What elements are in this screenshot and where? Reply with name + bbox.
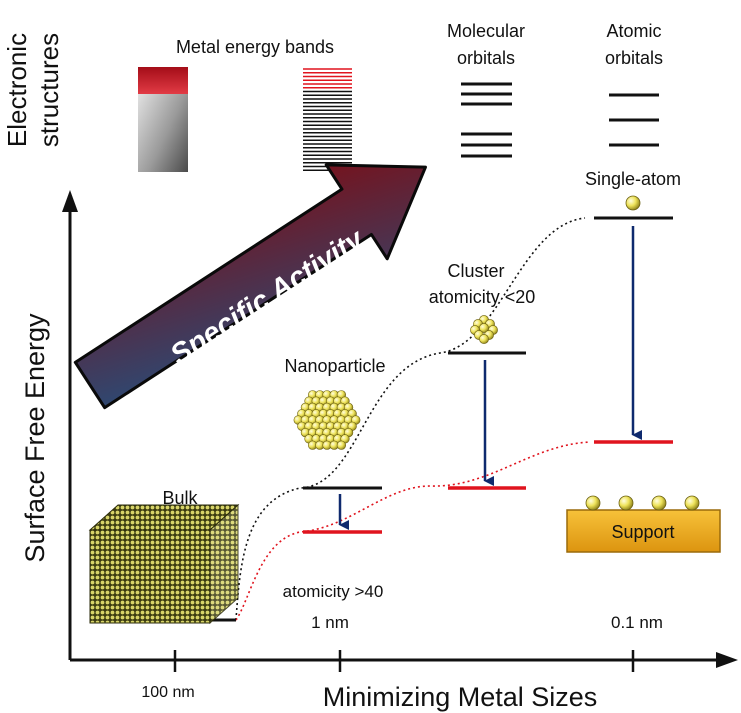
molecular-orbital-levels bbox=[461, 82, 512, 158]
y-axis-label: Surface Free Energy bbox=[20, 313, 50, 563]
support-label: Support bbox=[611, 522, 674, 542]
discrete-band bbox=[303, 68, 352, 172]
atom-sphere bbox=[479, 334, 489, 344]
bulk-label: Bulk bbox=[162, 488, 198, 508]
unsupported-energy-curve bbox=[235, 217, 586, 621]
bulk-cube-image bbox=[88, 503, 240, 625]
single-atom-label: Single-atom bbox=[585, 169, 681, 189]
atomic-orbital-levels bbox=[609, 93, 659, 147]
atomic-orbitals-line1: Atomic bbox=[606, 21, 661, 41]
x-axis-label: Minimizing Metal Sizes bbox=[323, 682, 598, 712]
x-axis-arrowhead bbox=[716, 652, 738, 668]
support-block bbox=[566, 495, 721, 553]
cluster-atomicity-label: atomicity <20 bbox=[429, 287, 536, 307]
molecular-orbitals-line2: orbitals bbox=[457, 48, 515, 68]
supported-energy-curve bbox=[235, 441, 591, 621]
atom-sphere bbox=[336, 440, 347, 450]
molecular-orbitals-line1: Molecular bbox=[447, 21, 525, 41]
atomic-orbitals-line2: orbitals bbox=[605, 48, 663, 68]
specific-activity-arrow: Specific Activity bbox=[73, 163, 427, 410]
cluster-label: Cluster bbox=[447, 261, 504, 281]
cluster-image bbox=[470, 315, 498, 344]
tick-label-0p1nm: 0.1 nm bbox=[611, 613, 663, 632]
continuous-band bbox=[138, 67, 188, 172]
metal-bands-title: Metal energy bands bbox=[176, 37, 334, 57]
nanoparticle-label: Nanoparticle bbox=[284, 356, 385, 376]
tick-label-100nm: 100 nm bbox=[141, 684, 194, 701]
single-atom-image bbox=[625, 195, 641, 211]
y-axis-arrowhead bbox=[62, 190, 78, 212]
axes bbox=[62, 190, 738, 672]
np-atomicity-label: atomicity >40 bbox=[283, 582, 384, 601]
tick-label-1nm: 1 nm bbox=[311, 613, 349, 632]
nanoparticle-image bbox=[293, 390, 361, 450]
row-label-structures: structures bbox=[34, 33, 64, 147]
row-label-electronic: Electronic bbox=[2, 33, 32, 147]
